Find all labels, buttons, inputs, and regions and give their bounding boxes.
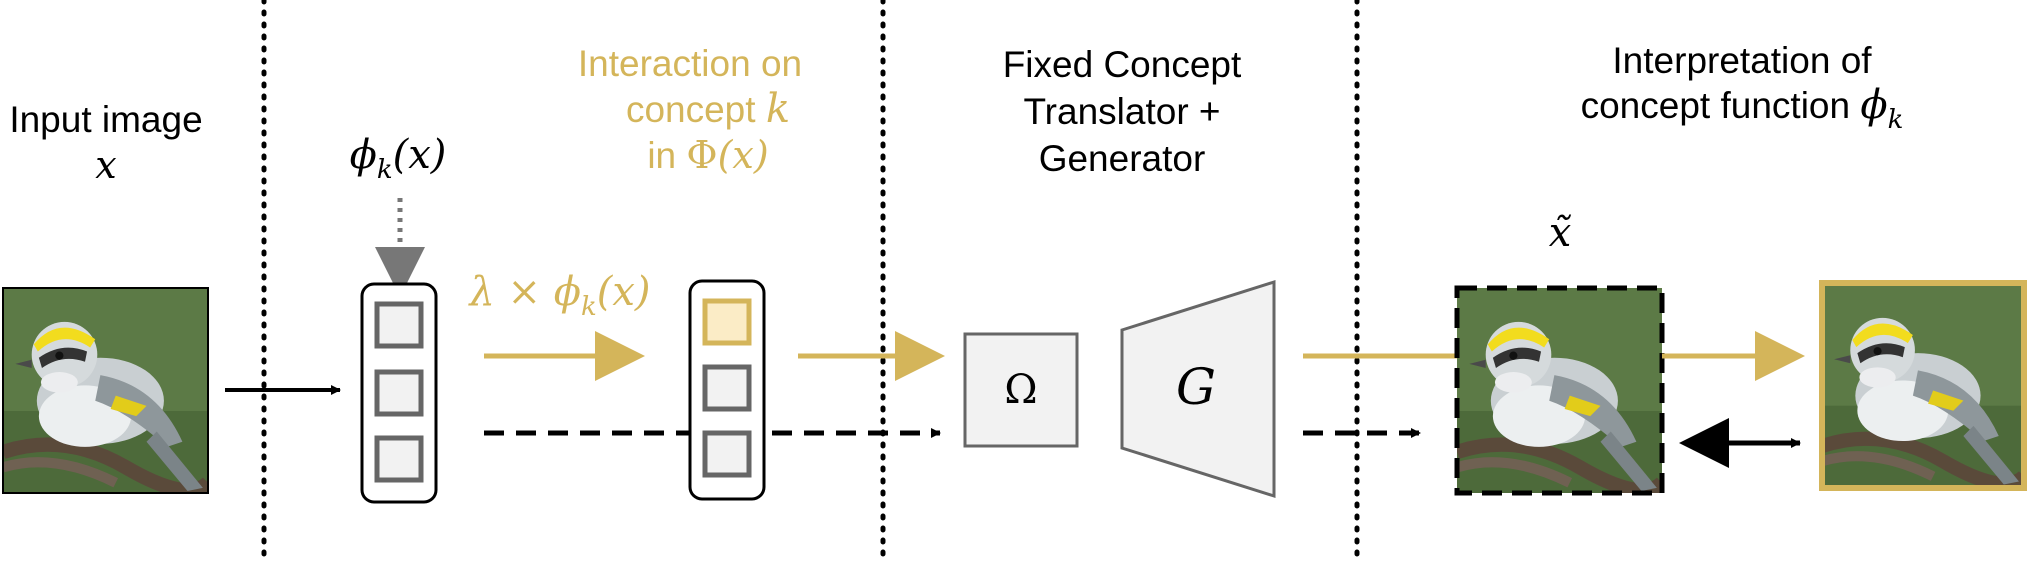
- svg-text:in Φ(x): in Φ(x): [647, 133, 768, 177]
- concept-cell-2: [374, 369, 424, 417]
- concept-cell-3: [374, 435, 424, 483]
- svg-text:Fixed Concept: Fixed Concept: [1003, 44, 1242, 85]
- svg-text:Translator +: Translator +: [1023, 91, 1220, 132]
- scaling-label: λ × ϕk(x): [467, 269, 650, 322]
- interpretation-title: Interpretation of concept function ϕk: [1581, 40, 1904, 135]
- concept-cell-1: [374, 301, 424, 349]
- phi-k-x-label: ϕk(x): [350, 132, 447, 185]
- interaction-title: Interaction on concept k in Φ(x): [578, 43, 802, 177]
- input-var-x: x: [95, 143, 116, 187]
- concept-cell-modified: [702, 298, 752, 346]
- input-image-title: Input image: [9, 99, 202, 140]
- concept-vector-original: [360, 282, 438, 504]
- generator-block: G: [1120, 279, 1276, 499]
- svg-text:G: G: [1176, 358, 1216, 416]
- translator-omega-box: Ω: [963, 332, 1079, 448]
- concept-vector-modified: [688, 279, 766, 501]
- svg-text:Ω: Ω: [1004, 367, 1037, 413]
- concept-cell-2b: [702, 364, 752, 412]
- bird-reconstruction-icon: [1454, 285, 1665, 496]
- translator-title: Fixed Concept Translator + Generator: [1003, 44, 1242, 179]
- svg-text:concept k: concept k: [626, 86, 790, 132]
- svg-text:Generator: Generator: [1039, 138, 1206, 179]
- svg-text:Interpretation of: Interpretation of: [1612, 40, 1872, 81]
- svg-text:concept function ϕk: concept function ϕk: [1581, 82, 1904, 135]
- svg-text:Interaction on: Interaction on: [578, 43, 802, 84]
- bird-modified-icon: [1819, 280, 2027, 491]
- xtilde-label: x̃: [1549, 210, 1572, 256]
- bird-photo-icon: [2, 287, 209, 494]
- concept-cell-3b: [702, 430, 752, 478]
